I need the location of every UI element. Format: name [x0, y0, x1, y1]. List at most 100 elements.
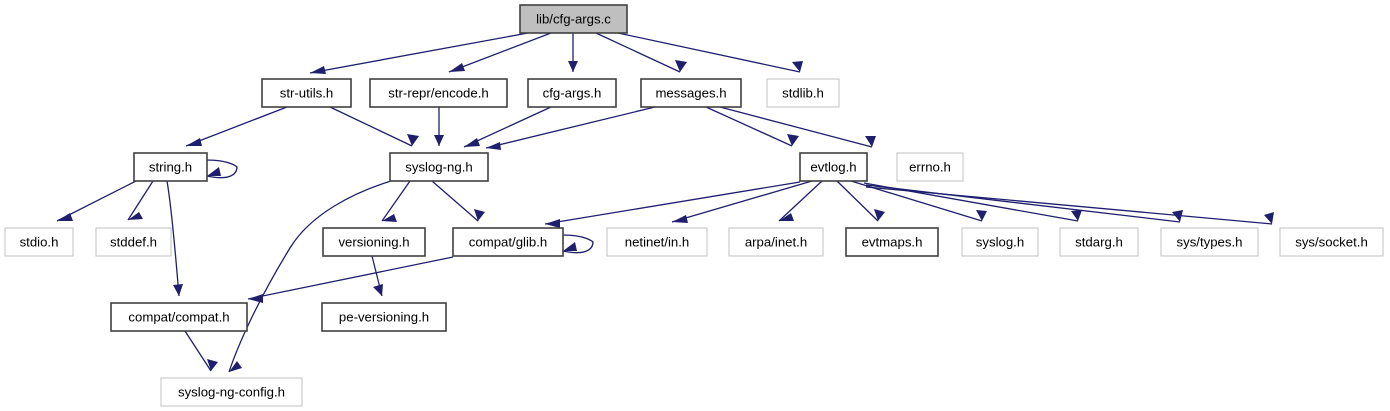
graph-node-arpa-inet[interactable]: arpa/inet.h: [728, 227, 824, 257]
edge-cfg-args-c-to-str-utils: [309, 32, 529, 74]
edge-string-to-compat-compat: [166, 180, 183, 297]
arrowhead-icon: [407, 134, 419, 146]
edge-compat-glib-to-compat-glib: [562, 234, 594, 254]
graph-node-syslog[interactable]: syslog.h: [961, 227, 1039, 257]
edge-str-repr-encode-to-syslog-ng: [434, 107, 444, 146]
edge-line: [228, 180, 392, 373]
graph-node-compat-compat[interactable]: compat/compat.h: [110, 302, 248, 332]
arrowhead-icon: [449, 63, 465, 72]
node-box[interactable]: [110, 302, 248, 332]
edge-line: [671, 180, 813, 223]
edge-line: [778, 180, 823, 222]
graph-node-evtmaps[interactable]: evtmaps.h: [845, 227, 939, 257]
node-box[interactable]: [728, 227, 824, 257]
edge-line: [431, 180, 479, 222]
arrowhead-icon: [373, 284, 383, 296]
arrowhead-icon: [779, 213, 794, 221]
node-box[interactable]: [519, 4, 628, 34]
edge-evtlog-to-evtmaps: [836, 180, 885, 222]
arrowhead-icon: [474, 209, 485, 221]
arrowhead-icon: [382, 214, 397, 222]
node-box[interactable]: [322, 227, 426, 257]
graph-node-errno[interactable]: errno.h: [896, 152, 964, 182]
arrowhead-icon: [57, 213, 73, 221]
graph-node-stdio[interactable]: stdio.h: [4, 227, 74, 257]
edge-cfg-args-c-to-cfg-args-h: [568, 33, 578, 72]
edge-str-utils-to-syslog-ng: [329, 106, 419, 147]
node-box[interactable]: [321, 302, 447, 332]
graph-node-stdarg[interactable]: stdarg.h: [1059, 227, 1139, 257]
graph-node-stddef[interactable]: stddef.h: [95, 227, 172, 257]
graph-node-syslog-ng[interactable]: syslog-ng.h: [389, 152, 489, 182]
edge-evtlog-to-sys-socket: [865, 186, 1274, 225]
node-box[interactable]: [527, 78, 617, 108]
edge-syslog-ng-to-compat-glib: [431, 180, 485, 222]
edge-line: [309, 32, 529, 74]
arrowhead-icon: [874, 209, 885, 221]
arrowhead-icon: [186, 138, 202, 146]
edge-line: [562, 234, 594, 254]
arrowhead-icon: [976, 210, 987, 221]
edge-line: [595, 32, 681, 73]
node-box[interactable]: [1160, 227, 1259, 257]
node-box[interactable]: [369, 78, 508, 108]
arrowhead-icon: [1071, 210, 1082, 221]
graph-node-compat-glib[interactable]: compat/glib.h: [452, 227, 564, 257]
node-box[interactable]: [261, 78, 352, 108]
node-box[interactable]: [389, 152, 489, 182]
edge-messages-to-errno: [719, 106, 876, 148]
arrowhead-icon: [229, 361, 242, 372]
graph-node-sys-types[interactable]: sys/types.h: [1160, 227, 1259, 257]
graph-node-stdlib[interactable]: stdlib.h: [766, 78, 840, 108]
edge-line: [485, 106, 656, 149]
graph-node-string[interactable]: string.h: [133, 152, 208, 182]
arrowhead-icon: [675, 60, 687, 72]
graph-node-str-repr-encode[interactable]: str-repr/encode.h: [369, 78, 508, 108]
node-box[interactable]: [799, 152, 868, 182]
graph-node-str-utils[interactable]: str-utils.h: [261, 78, 352, 108]
node-box[interactable]: [133, 152, 208, 182]
graph-node-netinet-in[interactable]: netinet/in.h: [606, 227, 708, 257]
arrowhead-icon: [568, 61, 578, 72]
node-box[interactable]: [452, 227, 564, 257]
edge-line: [184, 330, 212, 372]
node-box[interactable]: [961, 227, 1039, 257]
edge-compat-compat-to-syslog-ng-config: [184, 330, 218, 372]
node-box[interactable]: [766, 78, 840, 108]
node-box[interactable]: [1279, 227, 1384, 257]
graph-node-versioning[interactable]: versioning.h: [322, 227, 426, 257]
node-box[interactable]: [95, 227, 172, 257]
edge-cfg-args-h-to-syslog-ng: [463, 106, 552, 148]
node-box[interactable]: [845, 227, 939, 257]
graph-node-messages[interactable]: messages.h: [640, 78, 742, 108]
graph-node-pe-versioning[interactable]: pe-versioning.h: [321, 302, 447, 332]
node-box[interactable]: [1059, 227, 1139, 257]
graph-node-sys-socket[interactable]: sys/socket.h: [1279, 227, 1384, 257]
graph-node-syslog-ng-config[interactable]: syslog-ng-config.h: [160, 377, 303, 407]
edge-evtlog-to-sys-types: [865, 184, 1183, 223]
arrowhead-icon: [792, 61, 803, 72]
edge-syslog-ng-to-versioning: [381, 180, 411, 222]
arrowhead-icon: [545, 219, 560, 228]
graph-node-cfg-args-h[interactable]: cfg-args.h: [527, 78, 617, 108]
arrowhead-icon: [486, 142, 501, 150]
edge-evtlog-to-compat-glib: [544, 181, 801, 228]
edge-compat-glib-to-compat-compat: [247, 256, 454, 303]
node-box[interactable]: [640, 78, 742, 108]
node-box[interactable]: [896, 152, 964, 182]
node-box[interactable]: [4, 227, 74, 257]
edge-line: [865, 184, 1181, 223]
edge-cfg-args-c-to-str-repr-encode: [448, 32, 552, 73]
edge-string-to-string: [206, 159, 238, 179]
edge-line: [836, 180, 879, 222]
arrowhead-icon: [173, 284, 183, 296]
graph-node-evtlog[interactable]: evtlog.h: [799, 152, 868, 182]
node-box[interactable]: [606, 227, 708, 257]
edge-string-to-stddef: [127, 180, 154, 221]
graph-node-cfg-args-c[interactable]: lib/cfg-args.c: [519, 4, 628, 34]
edge-messages-to-syslog-ng: [485, 106, 656, 150]
node-box[interactable]: [160, 377, 303, 407]
edge-line: [544, 181, 801, 225]
